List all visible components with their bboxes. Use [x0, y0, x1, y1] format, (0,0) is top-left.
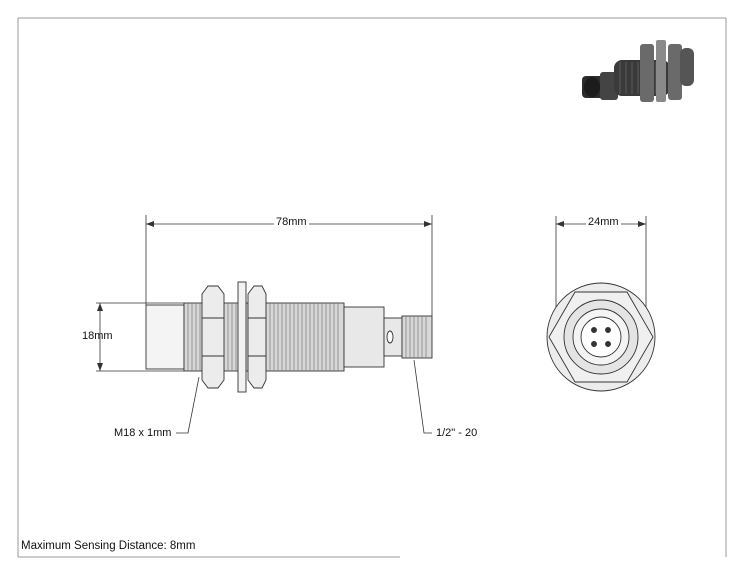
hex-nut-2	[247, 285, 267, 389]
length-dimension-label: 78mm	[274, 216, 309, 228]
dimension-lines	[96, 215, 647, 434]
sensing-distance-note: Maximum Sensing Distance: 8mm	[21, 540, 196, 552]
connector-pin	[605, 341, 611, 347]
sensor-end-view	[546, 282, 656, 392]
hex-nut-1	[201, 285, 225, 389]
lock-washer	[237, 281, 247, 393]
connector-pin	[591, 327, 597, 333]
sensing-face	[145, 304, 185, 370]
thread-connector-callout: 1/2" - 20	[436, 427, 478, 439]
rear-body	[343, 306, 385, 368]
diameter-dimension-label: 18mm	[82, 330, 113, 342]
sensor-side-view	[145, 281, 433, 393]
sensor-3d-thumbnail	[582, 40, 694, 102]
across-flats-dimension-label: 24mm	[586, 216, 621, 228]
sheet-frame	[17, 17, 727, 558]
connector-thread	[401, 315, 433, 359]
thread-main-callout: M18 x 1mm	[114, 427, 172, 439]
connector-pin	[591, 341, 597, 347]
connector-pin	[605, 327, 611, 333]
